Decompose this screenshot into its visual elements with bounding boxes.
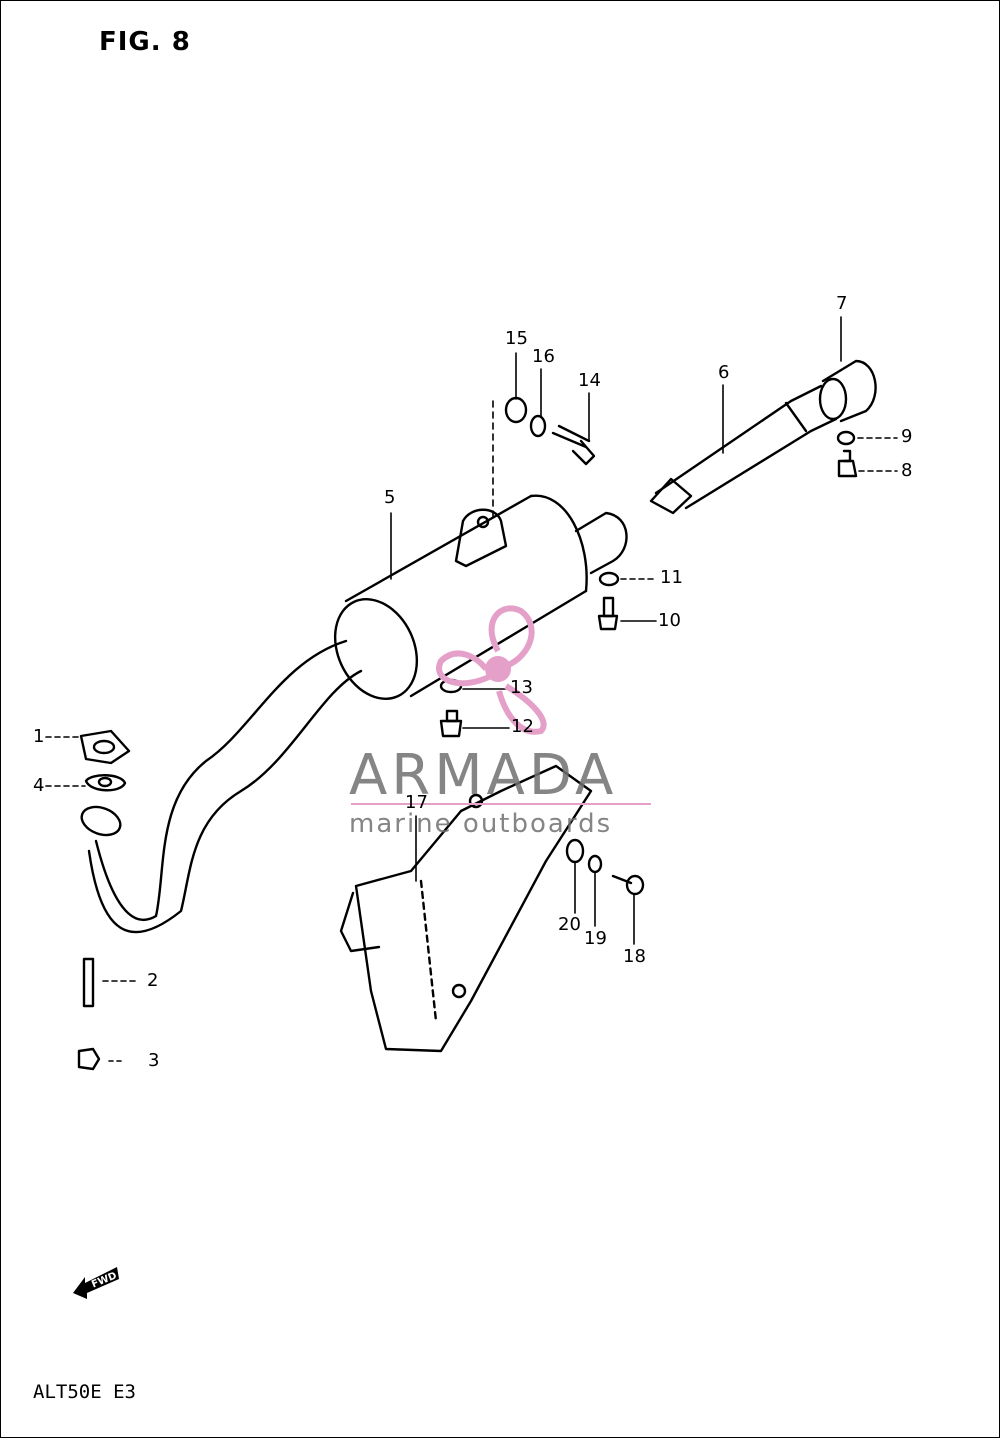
- stud-bolt-part: [77, 957, 101, 1071]
- figure-title: FIG. 8: [99, 27, 191, 57]
- callout-4: 4: [33, 775, 45, 796]
- arrow-left-icon: [73, 1267, 119, 1299]
- fwd-direction-marker: FWD: [73, 1267, 119, 1299]
- watermark-brand: ARMADA: [349, 743, 618, 808]
- callout-11: 11: [660, 567, 683, 588]
- gasket-part: [79, 729, 131, 792]
- callout-7: 7: [836, 293, 848, 314]
- heat-shield-part: [339, 764, 593, 1053]
- watermark-tagline: marine outboards: [349, 809, 613, 839]
- end-cap-part: [818, 359, 877, 423]
- propeller-icon: [351, 605, 651, 805]
- muffler-part: [333, 494, 628, 700]
- callout-13: 13: [510, 677, 533, 698]
- fasteners: [439, 396, 858, 896]
- callout-3: 3: [148, 1050, 160, 1071]
- callout-15: 15: [505, 328, 528, 349]
- callout-20: 20: [558, 914, 581, 935]
- callout-17: 17: [405, 792, 428, 813]
- tail-pipe-part: [649, 384, 838, 515]
- callout-12: 12: [511, 716, 534, 737]
- callout-8: 8: [901, 460, 913, 481]
- callout-5: 5: [384, 487, 396, 508]
- callout-1: 1: [33, 726, 45, 747]
- leader-lines: [45, 316, 898, 1062]
- callout-19: 19: [584, 928, 607, 949]
- callout-10: 10: [658, 610, 681, 631]
- callout-14: 14: [578, 370, 601, 391]
- callout-9: 9: [901, 426, 913, 447]
- model-code: ALT50E E3: [33, 1381, 136, 1403]
- callout-18: 18: [623, 946, 646, 967]
- callout-16: 16: [532, 346, 555, 367]
- exhaust-pipe-part: [80, 639, 363, 934]
- callout-6: 6: [718, 362, 730, 383]
- callout-2: 2: [147, 970, 159, 991]
